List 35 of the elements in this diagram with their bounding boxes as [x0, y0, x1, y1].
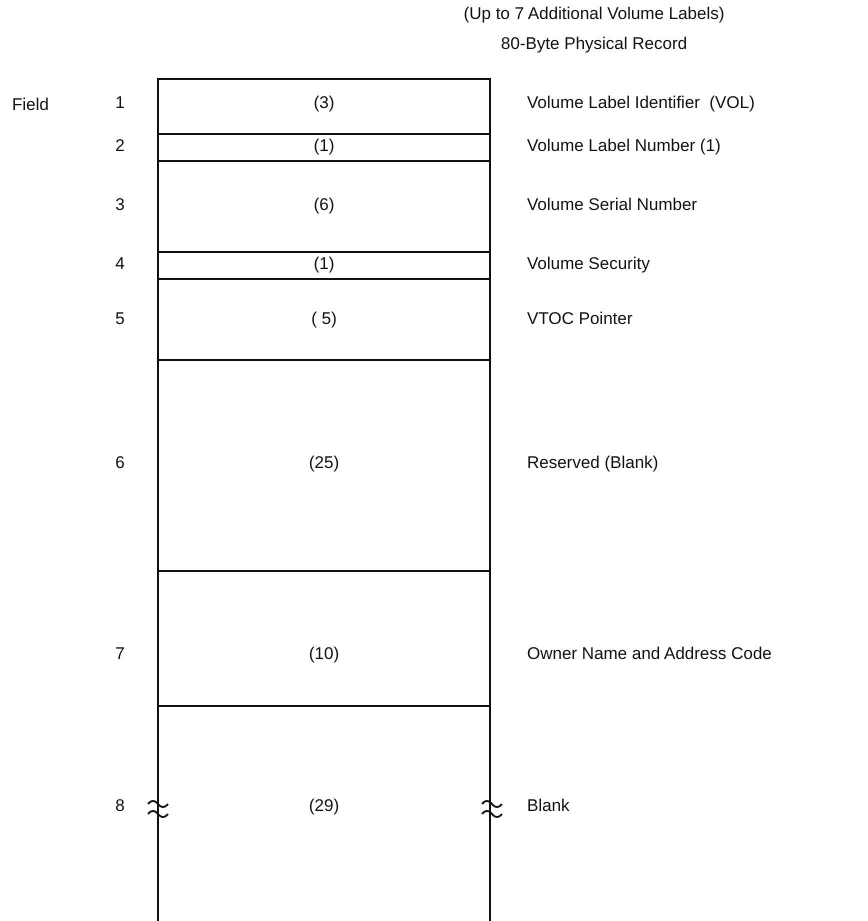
title: (Up to 7 Additional Volume Labels): [462, 4, 726, 24]
field-number: 7: [114, 644, 126, 664]
field-description: Volume Label Identifier (VOL): [527, 93, 755, 113]
field-box: [157, 278, 491, 361]
byte-count: (3): [312, 93, 336, 113]
field-description: Reserved (Blank): [527, 453, 658, 473]
field-description: Volume Serial Number: [527, 195, 698, 215]
field-number: 1: [114, 93, 126, 113]
open-field-box: [157, 705, 491, 921]
byte-count: (10): [308, 644, 340, 664]
field-number: 3: [114, 195, 126, 215]
field-number: 2: [114, 136, 126, 156]
field-description: Volume Label Number (1): [527, 136, 721, 156]
byte-count: (1): [312, 136, 336, 156]
field-box: [157, 78, 491, 135]
field-number: 6: [114, 453, 126, 473]
field-box: [157, 133, 491, 162]
field-description: Blank: [527, 796, 570, 816]
field-description: Owner Name and Address Code: [527, 644, 772, 664]
field-box: [157, 570, 491, 707]
byte-count: ( 5): [310, 309, 338, 329]
byte-count: (29): [308, 796, 340, 816]
subtitle: 80-Byte Physical Record: [500, 34, 688, 54]
field-box: [157, 359, 491, 572]
field-number: 5: [114, 309, 126, 329]
field-box: [157, 251, 491, 280]
field-heading: Field: [12, 95, 49, 115]
field-description: Volume Security: [527, 254, 650, 274]
field-number: 4: [114, 254, 126, 274]
field-number: 8: [114, 796, 126, 816]
byte-count: (6): [312, 195, 336, 215]
byte-count: (1): [312, 254, 336, 274]
field-description: VTOC Pointer: [527, 309, 633, 329]
byte-count: (25): [308, 453, 340, 473]
field-box: [157, 160, 491, 253]
